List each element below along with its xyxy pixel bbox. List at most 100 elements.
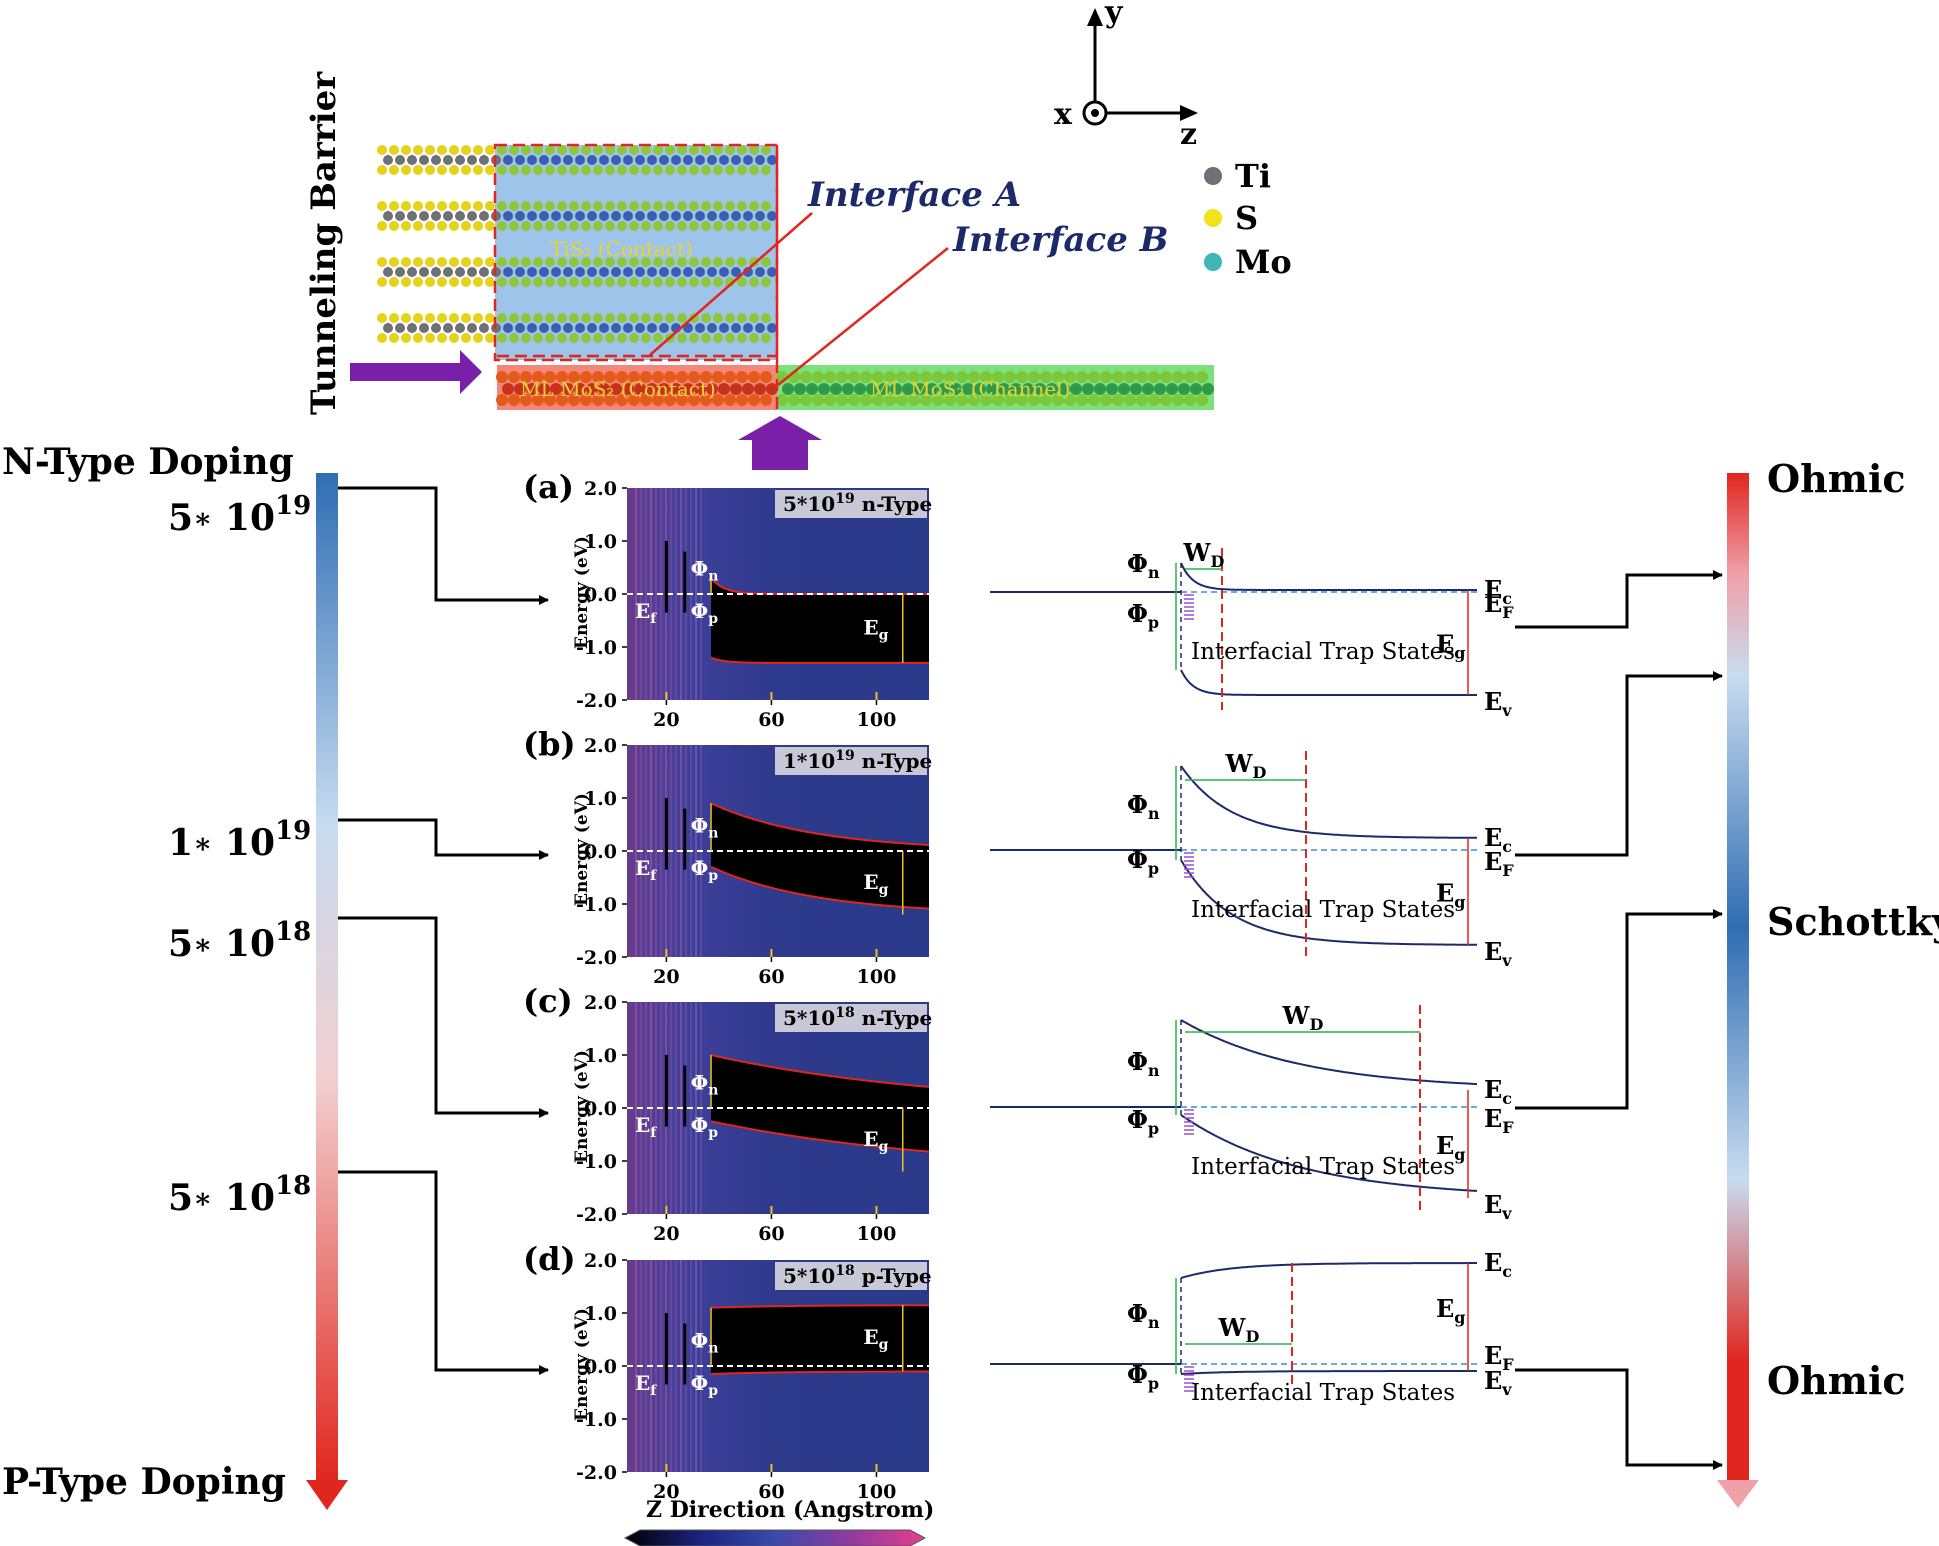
ec-label: Ec	[1484, 1075, 1512, 1108]
ytick: -1.0	[576, 894, 617, 916]
mos2-contact-label: ML MoS₂ (Contact)	[520, 377, 716, 401]
ytick: 2.0	[584, 1250, 617, 1272]
valence-band	[1180, 1114, 1478, 1192]
ytick: 1.0	[584, 1045, 617, 1067]
ev-label: Ev	[1484, 687, 1512, 720]
phi-p-label: Φp	[1127, 599, 1159, 632]
doping-level-2: 5∗ 1018	[168, 917, 311, 965]
interface-a-pointer	[649, 212, 813, 356]
xtick: 60	[758, 1481, 784, 1503]
connector-b	[338, 818, 549, 860]
svg-text:5∗ 1019: 5∗ 1019	[168, 491, 311, 539]
phi-p-label: Φp	[1127, 845, 1159, 878]
panel-title-box	[775, 747, 927, 775]
right-connector-d	[1515, 1368, 1723, 1470]
ef-label: Ef	[635, 1371, 657, 1399]
xtick: 60	[758, 709, 784, 731]
valence-band	[1180, 669, 1477, 696]
mos2-channel-label: ML MoS₂ (Channel)	[870, 377, 1070, 401]
panel-ylabel: Energy (eV)	[572, 793, 592, 906]
ev-label: Ev	[1484, 1366, 1512, 1399]
conduction-band-edge	[710, 802, 930, 847]
wd-label: WD	[1282, 1001, 1324, 1034]
atom-legend: Ti S Mo	[1204, 157, 1292, 281]
panel-tag: (a)	[523, 468, 574, 506]
ef-label: EF	[1484, 1104, 1514, 1137]
trap-states-label: Interfacial Trap States	[1191, 1380, 1455, 1406]
ytick: 2.0	[584, 992, 617, 1014]
svg-text:5∗ 1018: 5∗ 1018	[168, 1171, 311, 1219]
phi-n-label: Φn	[691, 1328, 719, 1356]
conduction-band-edge	[711, 1304, 929, 1309]
conduction-band	[1180, 562, 1477, 591]
doping-level-1: 1∗ 1019	[168, 816, 311, 864]
ec-label: Ec	[1484, 823, 1512, 856]
eg-label: Eg	[1436, 1294, 1465, 1327]
ytick: 1.0	[584, 1303, 617, 1325]
right-connector-c	[1515, 909, 1723, 1110]
contact-bar-arrowhead	[1717, 1480, 1759, 1508]
axis-z-label: z	[1180, 117, 1197, 152]
trap-states-label: Interfacial Trap States	[1191, 1154, 1455, 1180]
xtick: 20	[653, 709, 679, 731]
schottky-label: Schottky	[1767, 899, 1939, 944]
s-swatch	[1204, 209, 1222, 227]
mo-label: Mo	[1235, 243, 1292, 281]
panel-title-box	[775, 1004, 927, 1032]
doping-level-0: 5∗ 1019	[168, 491, 311, 539]
ytick: 1.0	[584, 788, 617, 810]
eg-label: Eg	[863, 615, 888, 643]
xtick: 100	[857, 709, 897, 731]
ef-label: Ef	[635, 856, 657, 884]
xtick: 100	[857, 1223, 897, 1245]
eg-label: Eg	[1436, 630, 1465, 663]
panel-title: 5*1019 n-Type	[783, 491, 932, 516]
conduction-band	[1180, 1262, 1477, 1279]
phi-p-label: Φp	[691, 1371, 718, 1399]
phi-p-label: Φp	[691, 599, 718, 627]
ef-label: EF	[1484, 589, 1514, 622]
xtick: 20	[653, 966, 679, 988]
ytick: -2.0	[576, 1204, 617, 1226]
ytick: 2.0	[584, 735, 617, 757]
contact-up-arrow	[738, 416, 822, 470]
xtick: 60	[758, 1223, 784, 1245]
valence-band-edge	[710, 865, 930, 910]
ytick: -2.0	[576, 690, 617, 712]
bandgap-region	[711, 1305, 929, 1374]
ef-label: Ef	[635, 599, 657, 627]
tis2-layers	[377, 145, 777, 343]
panel-title-box	[775, 1262, 927, 1290]
connector-a	[338, 486, 549, 605]
ef-label: EF	[1484, 847, 1514, 880]
trap-states-label: Interfacial Trap States	[1191, 639, 1455, 665]
p-type-doping-label: P-Type Doping	[2, 1461, 286, 1503]
colorbar	[623, 1529, 927, 1546]
doping-level-3: 5∗ 1018	[168, 1171, 311, 1219]
svg-text:1∗ 1019: 1∗ 1019	[168, 816, 311, 864]
phi-n-label: Φn	[1127, 1047, 1160, 1080]
phi-p-label: Φp	[1127, 1360, 1159, 1393]
tis2-contact-label: TiS₂ (Contact)	[550, 237, 693, 261]
phi-p-label: Φp	[691, 856, 718, 884]
svg-text:5∗ 1018: 5∗ 1018	[168, 917, 311, 965]
wd-label: WD	[1183, 538, 1225, 571]
ytick: 1.0	[584, 531, 617, 553]
conduction-band-edge	[710, 1054, 930, 1088]
panel-tag: (c)	[523, 982, 573, 1020]
valence-band	[1180, 1370, 1477, 1375]
xtick: 60	[758, 966, 784, 988]
xtick: 20	[653, 1223, 679, 1245]
phi-n-label: Φn	[691, 556, 719, 584]
eg-label: Eg	[863, 1325, 888, 1353]
panel-xlabel: Z Direction (Angstrom)	[646, 1497, 934, 1523]
s-label: S	[1235, 199, 1258, 237]
ytick: 0.0	[584, 1356, 617, 1378]
ec-label: Ec	[1484, 1248, 1512, 1281]
